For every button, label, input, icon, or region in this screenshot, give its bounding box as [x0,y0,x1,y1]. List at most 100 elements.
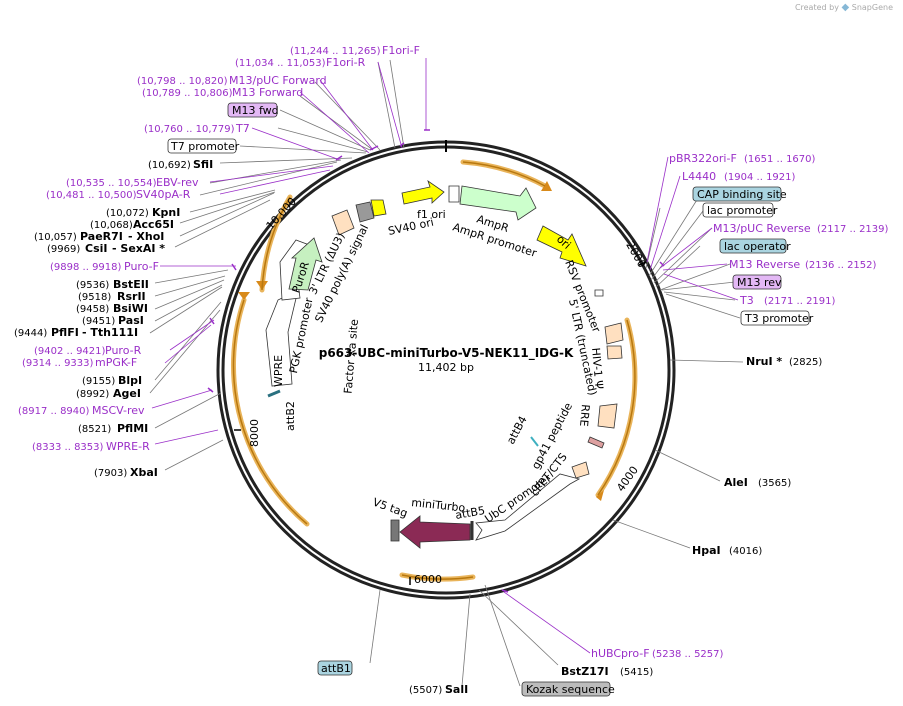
enzyme-acc65i-pos: (10,068) [90,220,133,231]
enzyme-sfii-pos: (10,692) [148,160,191,171]
tick-2000-mark [638,261,647,266]
f1-ori-label: f1 ori [417,208,446,221]
plasmid-size: 11,402 bp [418,361,474,374]
enzyme-csii: CsiI [85,242,107,255]
v5-tag-box [390,519,400,542]
box-lac-promoter[interactable] [702,202,774,218]
miniturbo-label: miniTurbo [411,496,466,515]
box-lac-promoter-label: lac promoter [707,204,778,217]
enzyme-kpni: KpnI [152,206,180,219]
primer-sv40pa-r-pos: (10,481 .. 10,500) [46,190,137,201]
attb2-label: attB2 [284,401,297,431]
box-lac-operator[interactable] [719,238,787,254]
sv40-ori-box [370,199,387,217]
enzyme-xhoi: - XhoI [128,230,164,243]
primer-m13-fwd-pos: (10,789 .. 10,806) [142,88,233,99]
box-m13-rev[interactable] [732,274,782,290]
primer-sv40pa-r: SV40pA-R [136,188,191,201]
primer-puro-f-pos: (9898 .. 9918) [50,262,122,273]
box-m13-fwd[interactable] [227,102,278,118]
box-t3-promoter[interactable] [740,310,810,326]
primer-t3-pos: (2171 .. 2191) [764,296,836,307]
box-m13-fwd-label: M13 fwd [232,104,279,117]
box-m13-rev-label: M13 rev [737,276,782,289]
ampr-arrow [459,185,537,221]
enzyme-rsrii: RsrII [117,290,146,303]
primer-l4440-pos: (1904 .. 1921) [724,172,796,183]
box-lac-operator-label: lac operator [724,240,791,253]
enzyme-bsiwi-pos: (9458) [76,304,109,315]
puror-arrow [288,237,323,291]
primer-m13puc-rev-pos: (2117 .. 2139) [817,224,889,235]
enzyme-xbai-pos: (7903) [94,468,127,479]
plasmid-name: p663-UBC-miniTurbo-V5-NEK11_IDG-K [319,346,574,361]
primer-m13puc-rev: M13/pUC Reverse [713,222,811,235]
attb5-label: attB5 [454,504,486,522]
primer-mscv-rev: MSCV-rev [92,404,145,417]
box-kozak-sequence[interactable] [521,681,611,697]
enzyme-alei: AleI [724,476,748,489]
hiv-psi-label: HIV-1 Ψ [589,347,606,390]
cppt-box [571,461,590,479]
primer-f1ori-f: F1ori-F [382,44,420,57]
ubc-promoter-arrow [475,473,581,541]
primer-puro-f: Puro-F [124,260,159,273]
tick-4000: 4000 [614,464,641,494]
primer-f1ori-r: F1ori-R [326,56,366,69]
enzyme-agei: AgeI [113,387,141,400]
primer-wpre-r-pos: (8333 .. 8353) [32,442,104,453]
enzyme-bstz17i-pos: (5415) [620,667,653,678]
enzyme-acc65i: Acc65I [133,218,174,231]
rre-box [597,403,618,429]
tick-8000: 8000 [248,419,261,447]
snapgene-brand: Created by ◆ SnapGene [795,2,893,13]
ampr-promoter-box [448,185,460,203]
primer-wpre-r: WPRE-R [106,440,150,453]
primer-mscv-rev-pos: (8917 .. 8940) [18,406,90,417]
enzyme-pflmi: PflMI [117,422,148,435]
enzyme-bsteii-pos: (9536) [76,280,109,291]
attb4-label: attB4 [504,414,530,447]
enzyme-hpai: HpaI [692,544,721,557]
v5-tag-label: V5 tag [371,496,409,521]
enzyme-sali: SalI [445,683,468,696]
enzyme-nrui: NruI * [746,355,782,368]
leader-lines [149,59,744,687]
primer-m13-fwd: M13 Forward [232,86,303,99]
primer-puro-r-pos: (9402 .. 9421) [34,346,106,357]
enzyme-paer7i-pos: (10,057) [34,232,77,243]
primer-pbr322ori-f: pBR322ori-F [669,152,737,165]
box-cap-binding-site[interactable] [692,186,782,202]
primer-markers [207,129,665,593]
enzyme-alei-pos: (3565) [758,478,791,489]
ori-arrow [536,225,587,267]
primer-ebv-rev: EBV-rev [156,176,199,189]
primer-hubcpro-f: hUBCpro-F [591,647,650,660]
sv40-pa-box [355,201,375,223]
primer-t7-pos: (10,760 .. 10,779) [144,124,235,135]
ltr5-box [604,322,624,345]
primer-t7: T7 [235,122,250,135]
primer-hubcpro-f-pos: (5238 .. 5257) [652,649,724,660]
box-attb1[interactable] [317,660,353,676]
enzyme-hpai-pos: (4016) [729,546,762,557]
enzyme-csii-pos: (9969) [47,244,80,255]
enzyme-kpni-pos: (10,072) [106,208,149,219]
sv40-ori-label: SV40 ori [387,216,435,238]
box-t3-promoter-label: T3 promoter [744,312,814,325]
enzyme-agei-pos: (8992) [76,389,109,400]
primer-leader-lines [151,58,739,654]
attb2-mark [267,389,281,398]
enzyme-pasi-pos: (9451) [82,316,115,327]
primer-m13-rev: M13 Reverse [729,258,800,271]
enzyme-nrui-pos: (2825) [789,357,822,368]
primer-mpgk-f-pos: (9314 .. 9333) [22,358,94,369]
primer-mpgk-f: mPGK-F [95,356,137,369]
primer-puro-r: Puro-R [105,344,142,357]
enzyme-bsteii: BstEII [113,278,149,291]
box-t7-promoter[interactable] [167,138,237,154]
primer-pbr322ori-f-pos: (1651 .. 1670) [744,154,816,165]
primer-m13puc-fwd: M13/pUC Forward [229,74,327,87]
primer-m13-rev-pos: (2136 .. 2152) [805,260,877,271]
